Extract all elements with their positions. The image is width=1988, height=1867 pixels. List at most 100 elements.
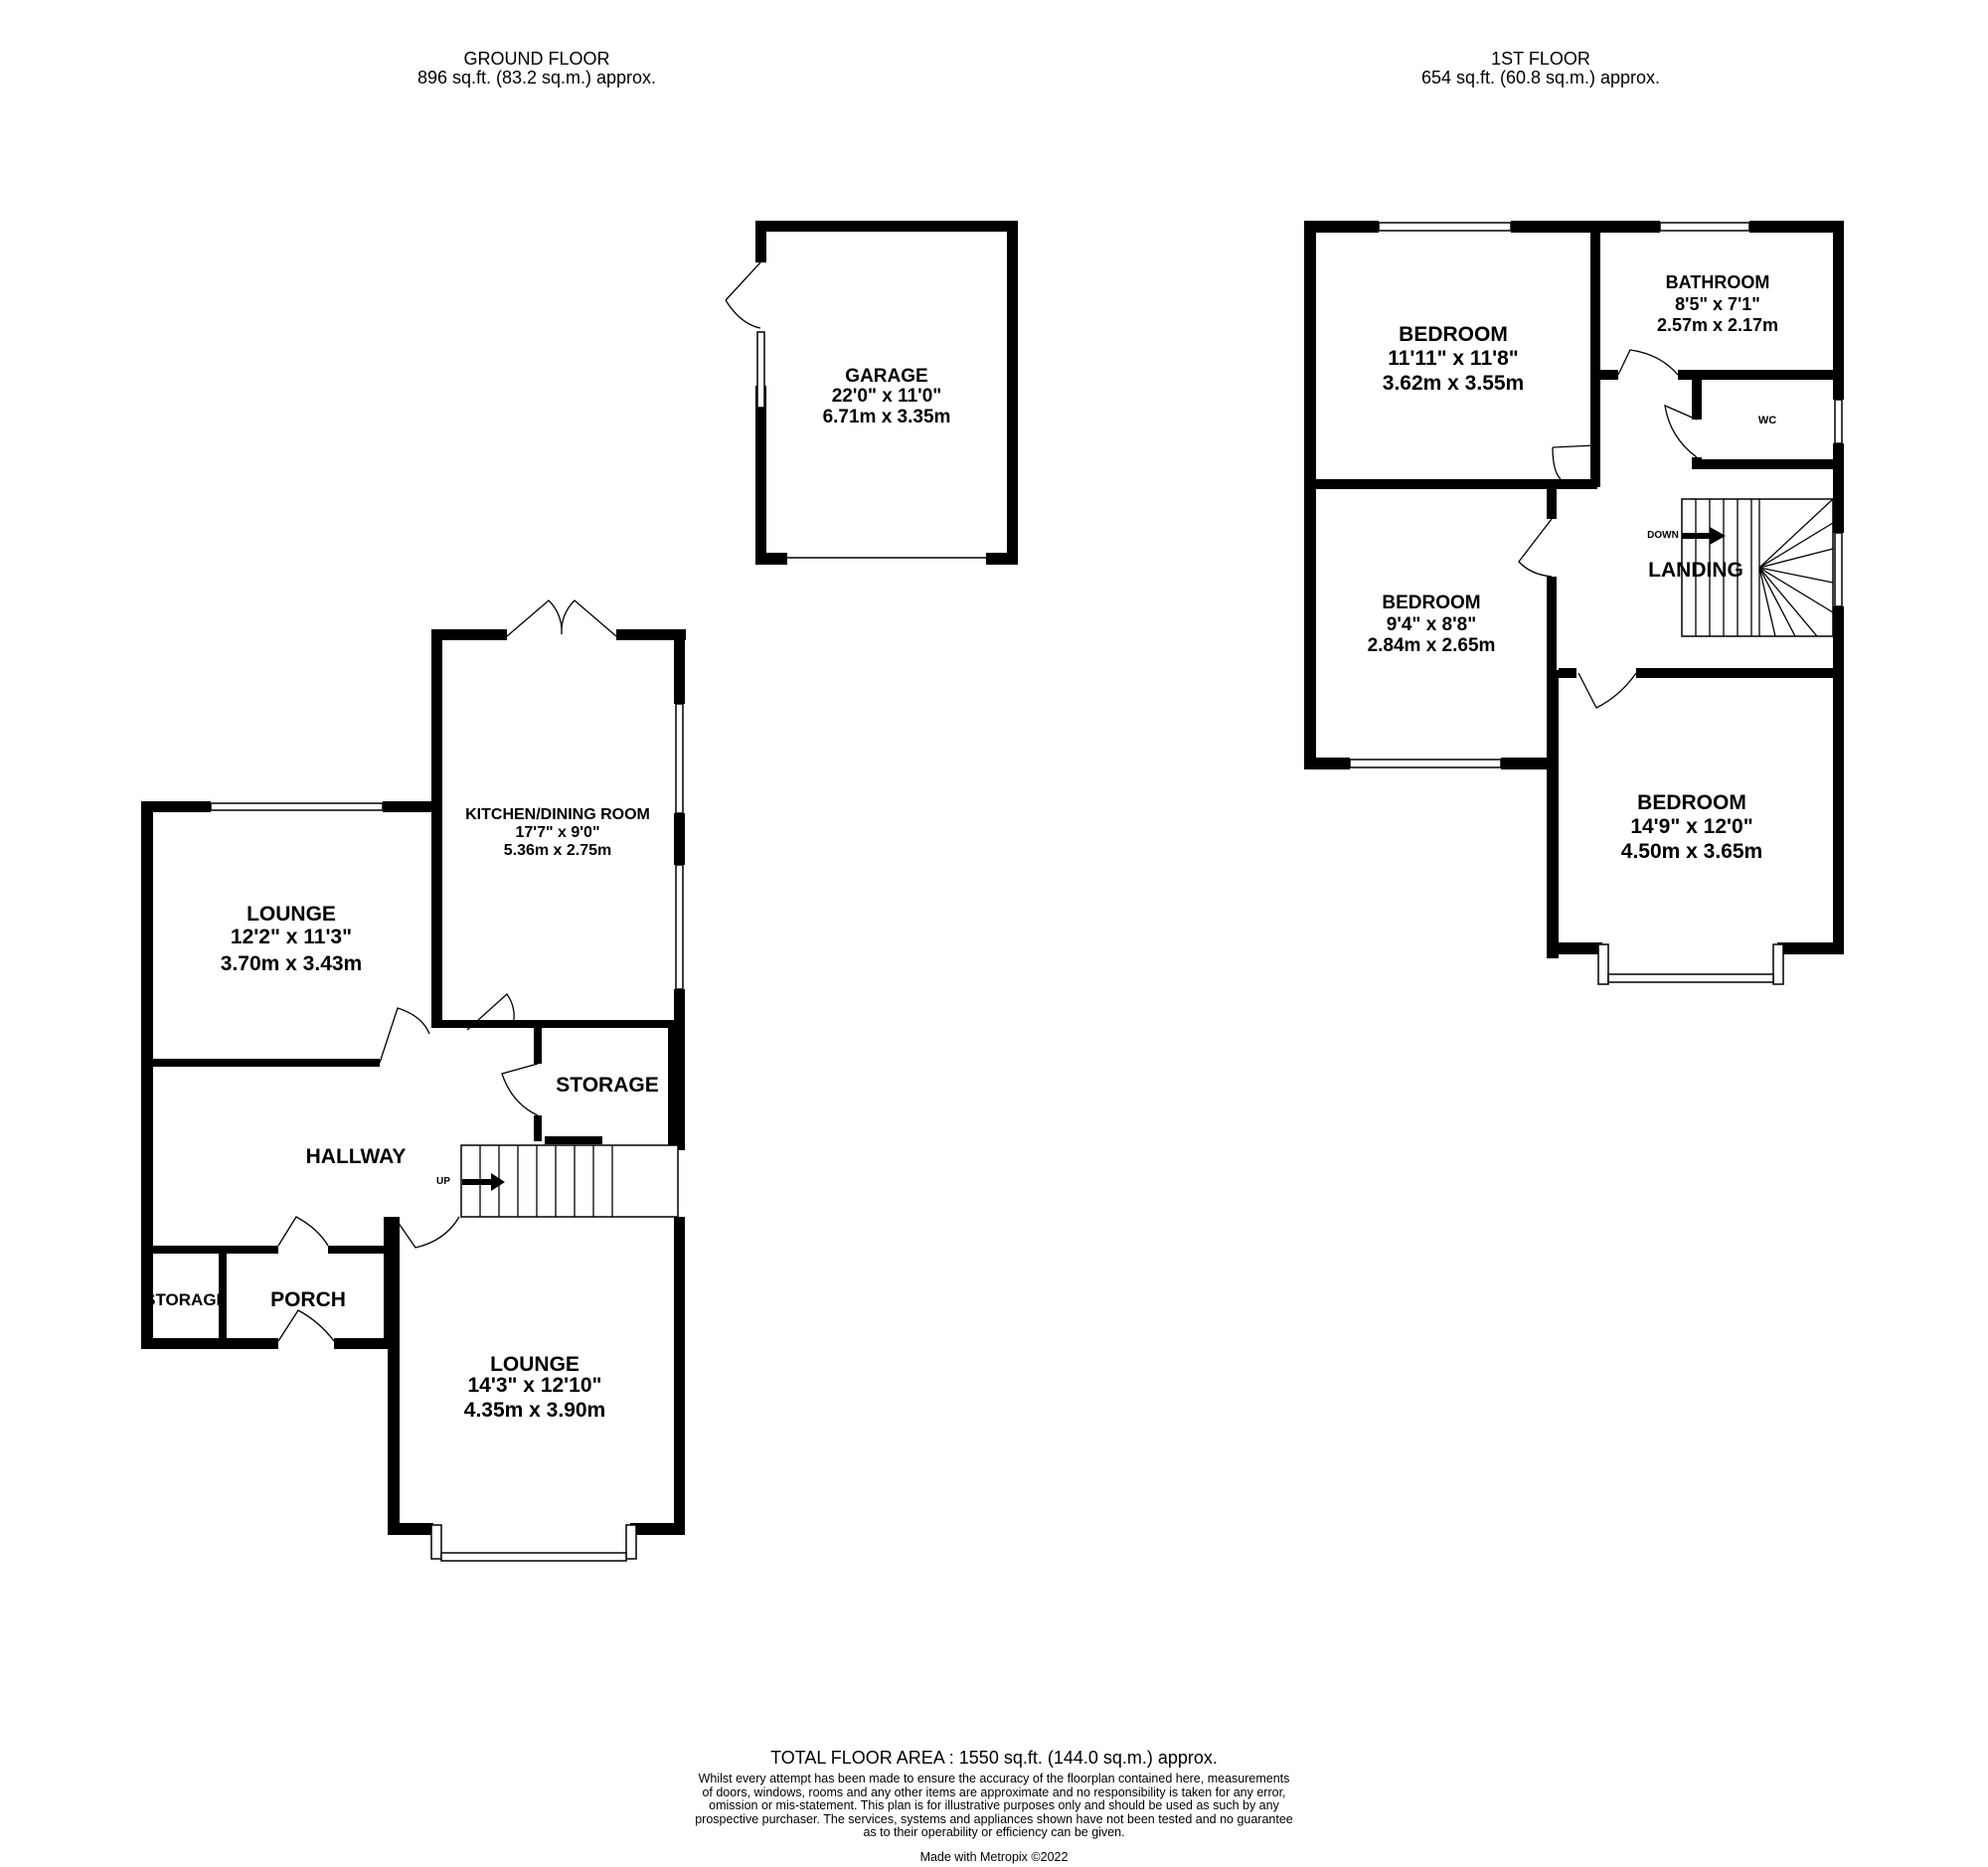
room-name: BEDROOM (1382, 593, 1480, 613)
ground-floor-header: GROUND FLOOR 896 sq.ft. (83.2 sq.m.) app… (378, 50, 696, 87)
wall (1007, 221, 1018, 565)
room-name: LOUNGE (247, 903, 336, 926)
door-swing (1518, 518, 1553, 578)
stair-tread (1758, 567, 1834, 584)
window (430, 1524, 442, 1560)
garage (725, 221, 1018, 565)
wall (755, 221, 766, 262)
disclaimer-line: as to their operability or efficiency ca… (863, 1825, 1125, 1839)
disclaimer: Whilst every attempt has been made to en… (596, 1772, 1392, 1840)
wall (1304, 479, 1597, 489)
stair-tread (1758, 567, 1834, 613)
wall (388, 1523, 433, 1535)
window (1659, 222, 1750, 232)
wall (616, 629, 686, 640)
storage-label: STORAGE (556, 1074, 658, 1097)
stair-tread (1758, 567, 1796, 637)
stair-tread (1758, 498, 1834, 569)
wall (1833, 606, 1844, 953)
storage-small-label: STORAGE (144, 1290, 228, 1309)
lounge-front-label: LOUNGE 14'3" x 12'10" 4.35m x 3.90m (464, 1353, 605, 1422)
wall (1678, 370, 1844, 380)
made-with-credit: Made with Metropix ©2022 (919, 1850, 1069, 1864)
wall (1590, 221, 1600, 445)
wall (527, 1020, 685, 1028)
wall (755, 221, 1018, 232)
window (1834, 399, 1843, 444)
wall (755, 553, 787, 565)
wall (674, 813, 685, 865)
wall (630, 1523, 685, 1535)
kitchen-walls (431, 599, 686, 1150)
room-imperial: 12'2" x 11'3" (231, 926, 352, 948)
arrow-down-icon (1682, 527, 1726, 545)
hallway-label: HALLWAY (306, 1145, 407, 1168)
door-swing (1617, 349, 1679, 376)
wall (388, 1217, 400, 1535)
french-doors (506, 599, 617, 637)
wall (334, 1338, 392, 1349)
arrow-up-icon (462, 1173, 505, 1191)
wall (141, 801, 211, 812)
door-swing (379, 1007, 430, 1064)
room-metric: 4.50m x 3.65m (1621, 840, 1762, 863)
wall (1636, 668, 1844, 678)
door-swing (277, 1216, 329, 1247)
disclaimer-line: prospective purchaser. The services, sys… (695, 1811, 1293, 1826)
wall (545, 1136, 602, 1144)
door-swing (1552, 444, 1596, 480)
room-metric: 3.62m x 3.55m (1383, 372, 1524, 395)
disclaimer-line: Whilst every attempt has been made to en… (698, 1772, 1290, 1785)
door-swing (466, 993, 515, 1031)
wall (674, 1217, 685, 1535)
wall (141, 1059, 380, 1067)
bedroom2-label: BEDROOM 9'4" x 8'8" 2.84m x 2.65m (1368, 593, 1496, 656)
first-floor-title: 1ST FLOOR (1491, 49, 1590, 69)
garage-label: GARAGE 22'0" x 11'0" 6.71m x 3.35m (823, 366, 951, 427)
wall (674, 629, 685, 704)
room-imperial: 14'9" x 12'0" (1630, 815, 1752, 838)
wall (534, 1115, 542, 1141)
wall (1777, 942, 1844, 954)
window (1349, 759, 1502, 768)
room-name: BATHROOM (1666, 272, 1770, 292)
room-metric: 2.57m x 2.17m (1657, 315, 1778, 335)
wall (1304, 221, 1379, 233)
wall (141, 1246, 278, 1254)
total-floor-area: TOTAL FLOOR AREA : 1550 sq.ft. (144.0 sq… (770, 1748, 1218, 1768)
lounge-left-label: LOUNGE 12'2" x 11'3" 3.70m x 3.43m (221, 903, 362, 975)
wall (1590, 370, 1618, 380)
disclaimer-line: of doors, windows, rooms and any other i… (702, 1784, 1286, 1799)
wall (986, 553, 1018, 565)
wall (1833, 221, 1844, 400)
first-floor-area: 654 sq.ft. (60.8 sq.m.) approx. (1420, 68, 1661, 87)
wall (1547, 942, 1602, 954)
wall (141, 801, 153, 1349)
storage-small-clip: STORAGE (144, 1290, 228, 1309)
wall (1511, 221, 1660, 233)
room-imperial: 8'5" x 7'1" (1675, 294, 1760, 314)
wall (431, 629, 442, 1027)
wall (674, 989, 685, 1150)
room-name: KITCHEN/DINING ROOM (465, 806, 650, 823)
storage-walls (501, 1020, 685, 1145)
window (675, 703, 684, 814)
window (756, 331, 765, 409)
wall (1590, 370, 1600, 487)
stairs-up-label: UP (436, 1176, 450, 1187)
bay-window (440, 1552, 627, 1562)
wall (755, 386, 766, 565)
room-imperial: 9'4" x 8'8" (1387, 614, 1476, 635)
window (1378, 222, 1512, 232)
hallway-walls (141, 1216, 460, 1349)
bathroom-label: BATHROOM 8'5" x 7'1" 2.57m x 2.17m (1657, 272, 1778, 335)
window (1597, 943, 1609, 985)
first-floor-walls (1304, 221, 1844, 985)
wall (1692, 459, 1844, 469)
wall (141, 1338, 278, 1349)
room-metric: 2.84m x 2.65m (1368, 635, 1496, 656)
stairs-down (1681, 498, 1834, 637)
door-swing (277, 1309, 335, 1342)
wall (1692, 370, 1702, 420)
